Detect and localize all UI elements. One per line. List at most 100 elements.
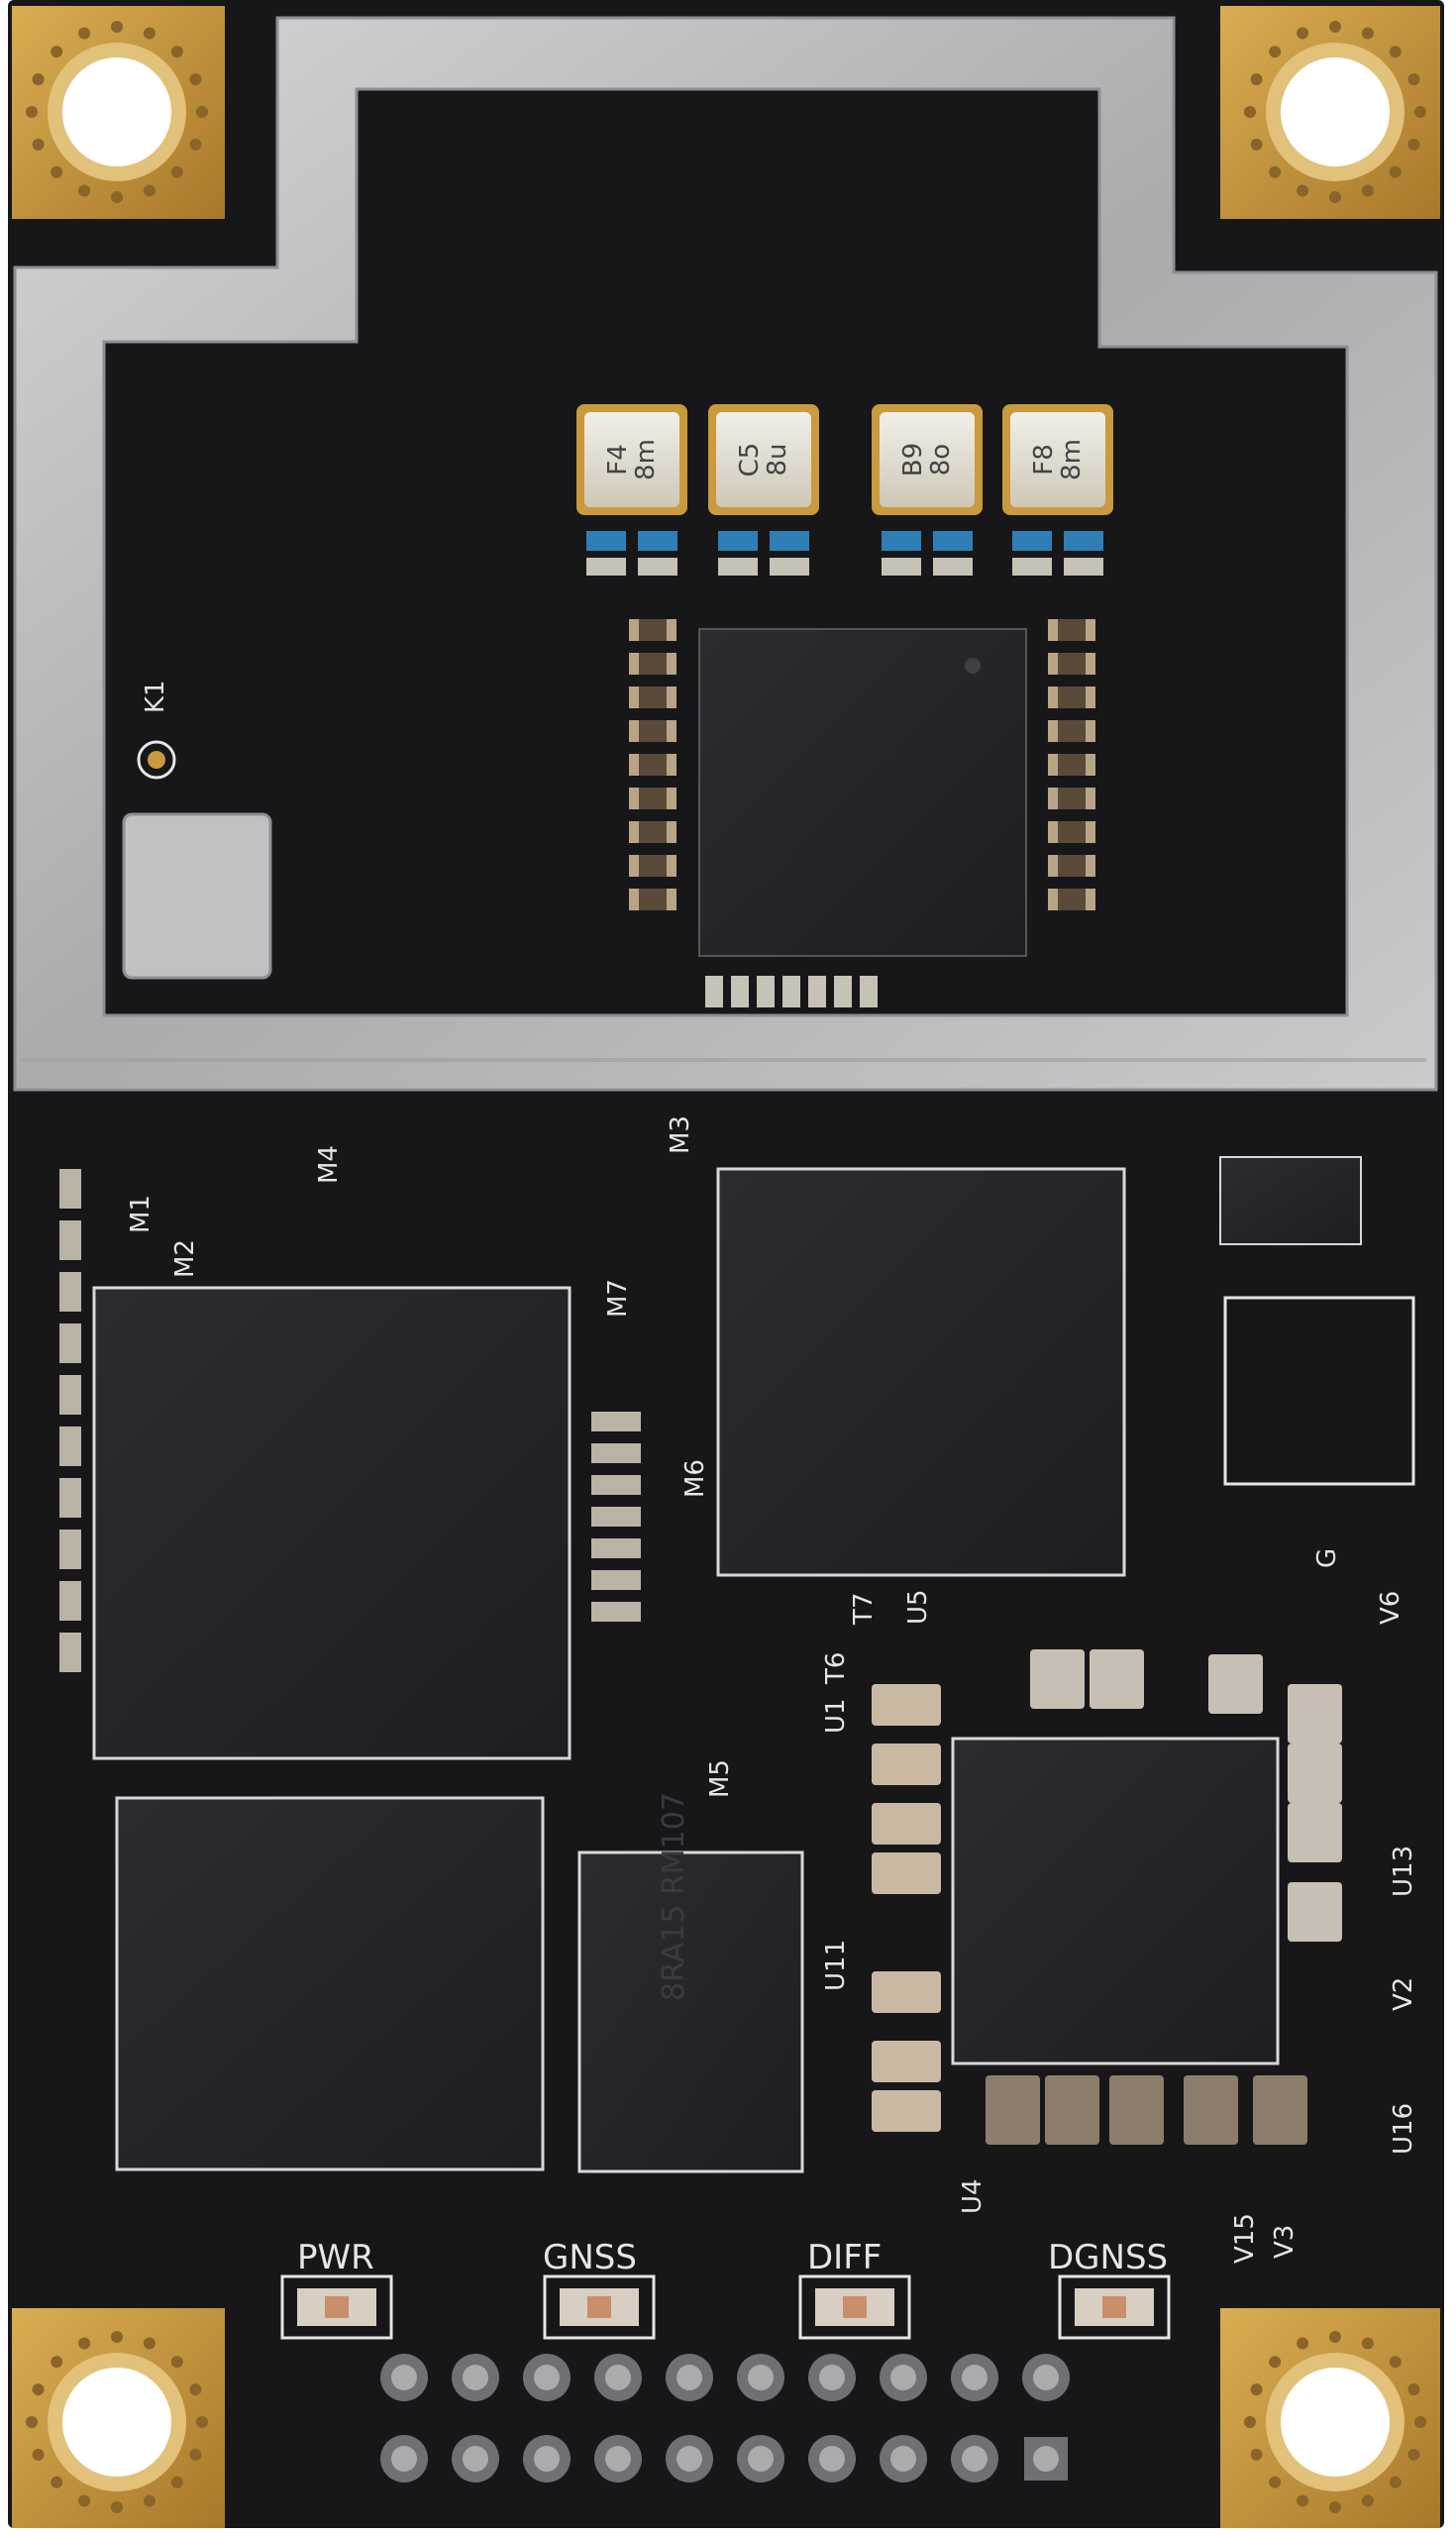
silk-m5: M5 bbox=[705, 1759, 735, 1798]
power-inductor bbox=[1288, 1803, 1342, 1862]
smd-capacitor bbox=[757, 976, 775, 1007]
silk-u5: U5 bbox=[903, 1589, 933, 1625]
smd-capacitor bbox=[782, 976, 800, 1007]
power-inductor bbox=[872, 1971, 941, 2013]
smd-capacitor bbox=[591, 1602, 641, 1622]
header-pin bbox=[880, 2354, 927, 2401]
smd-resistor bbox=[629, 889, 676, 910]
power-inductor bbox=[1208, 1654, 1263, 1714]
smd-resistor bbox=[629, 821, 676, 843]
led-dgnss: DGNSS bbox=[1048, 2238, 1171, 2340]
power-inductor bbox=[1288, 1684, 1342, 1744]
saw-filter-marking: 8o bbox=[926, 444, 956, 476]
header-pin bbox=[951, 2354, 998, 2401]
smd-capacitor bbox=[731, 976, 749, 1007]
smd-capacitor bbox=[591, 1443, 641, 1463]
header-pin bbox=[594, 2354, 642, 2401]
led-pwr-label: PWR bbox=[297, 2238, 374, 2277]
led-gnss: GNSS bbox=[543, 2238, 656, 2340]
pin-header bbox=[380, 2354, 1070, 2483]
digital-section: 8RA15 RM107 bbox=[59, 1156, 1415, 2173]
power-inductor bbox=[872, 1852, 941, 1894]
silk-u1: U1 bbox=[821, 1698, 851, 1734]
power-management-chip bbox=[951, 1737, 1280, 2065]
power-inductor bbox=[1090, 1649, 1144, 1709]
header-pin bbox=[594, 2435, 642, 2483]
led-diff: DIFF bbox=[798, 2238, 911, 2340]
smd-capacitor bbox=[591, 1475, 641, 1495]
led-dgnss-label: DGNSS bbox=[1048, 2238, 1168, 2277]
silk-m3: M3 bbox=[666, 1115, 695, 1154]
smd-capacitor bbox=[59, 1633, 81, 1672]
smd-capacitor bbox=[808, 976, 826, 1007]
silk-m6: M6 bbox=[680, 1459, 710, 1498]
baseband-chip bbox=[716, 1167, 1126, 1577]
header-pin bbox=[737, 2435, 784, 2483]
power-inductor bbox=[1288, 1882, 1342, 1942]
smd-capacitor bbox=[591, 1570, 641, 1590]
smd-resistor bbox=[1048, 720, 1095, 742]
led-pwr: PWR bbox=[280, 2238, 393, 2340]
header-pin bbox=[523, 2435, 571, 2483]
small-ic-top-right bbox=[1219, 1156, 1362, 1245]
smd-capacitor bbox=[834, 976, 852, 1007]
silk-u11: U11 bbox=[821, 1940, 851, 1991]
status-leds: PWR GNSS DIFF DGNSS bbox=[280, 2238, 1171, 2340]
header-pin bbox=[666, 2435, 713, 2483]
silk-t7: T7 bbox=[849, 1593, 879, 1626]
power-inductor bbox=[1030, 1649, 1085, 1709]
mounting-hole-top-left bbox=[12, 6, 225, 219]
power-inductor bbox=[872, 1744, 941, 1785]
crystal-oscillator bbox=[122, 812, 272, 980]
header-pin bbox=[880, 2435, 927, 2483]
led-diff-label: DIFF bbox=[807, 2238, 882, 2277]
smd-capacitor bbox=[59, 1478, 81, 1518]
memory-chip bbox=[115, 1796, 545, 2171]
header-pin bbox=[452, 2354, 499, 2401]
header-pin bbox=[808, 2354, 856, 2401]
power-inductor bbox=[986, 2075, 1040, 2145]
smd-resistor bbox=[629, 754, 676, 776]
power-inductor bbox=[1253, 2075, 1307, 2145]
smd-capacitor bbox=[59, 1426, 81, 1466]
header-pin bbox=[1024, 2437, 1068, 2481]
smd-capacitor bbox=[59, 1530, 81, 1569]
smd-capacitor bbox=[591, 1412, 641, 1431]
silk-k1: K1 bbox=[141, 680, 170, 713]
smd-capacitor bbox=[705, 976, 723, 1007]
silk-v15: V15 bbox=[1230, 2213, 1260, 2264]
rf-frontend-chip bbox=[698, 628, 1027, 957]
smd-resistor bbox=[1048, 687, 1095, 708]
flash-chip bbox=[577, 1850, 804, 2173]
smd-capacitor bbox=[59, 1220, 81, 1260]
header-pin bbox=[666, 2354, 713, 2401]
smd-resistor bbox=[629, 720, 676, 742]
power-inductor bbox=[872, 2041, 941, 2082]
mounting-hole-top-right bbox=[1220, 6, 1440, 219]
saw-filter-marking: 8u bbox=[763, 443, 792, 476]
silk-u13: U13 bbox=[1389, 1846, 1418, 1897]
power-inductor bbox=[1045, 2075, 1099, 2145]
smd-capacitor bbox=[59, 1323, 81, 1363]
flash-marking: 8RA15 RM107 bbox=[657, 1792, 691, 2001]
smd-resistor bbox=[629, 653, 676, 675]
silk-m4: M4 bbox=[314, 1145, 344, 1184]
silk-v2: V2 bbox=[1389, 1977, 1418, 2011]
saw-filter-marking: B9 bbox=[898, 443, 928, 476]
silk-g: G bbox=[1312, 1548, 1342, 1568]
silk-v3: V3 bbox=[1270, 2225, 1300, 2259]
rf-shield-frame bbox=[13, 16, 1438, 1092]
header-pin bbox=[951, 2435, 998, 2483]
silk-t6: T6 bbox=[821, 1652, 851, 1685]
smd-resistor bbox=[629, 788, 676, 809]
power-inductor bbox=[1288, 1744, 1342, 1803]
header-pin bbox=[452, 2435, 499, 2483]
saw-filter-marking: C5 bbox=[735, 443, 765, 477]
power-inductor bbox=[1109, 2075, 1164, 2145]
smd-resistor bbox=[1048, 754, 1095, 776]
smd-capacitor bbox=[59, 1272, 81, 1312]
